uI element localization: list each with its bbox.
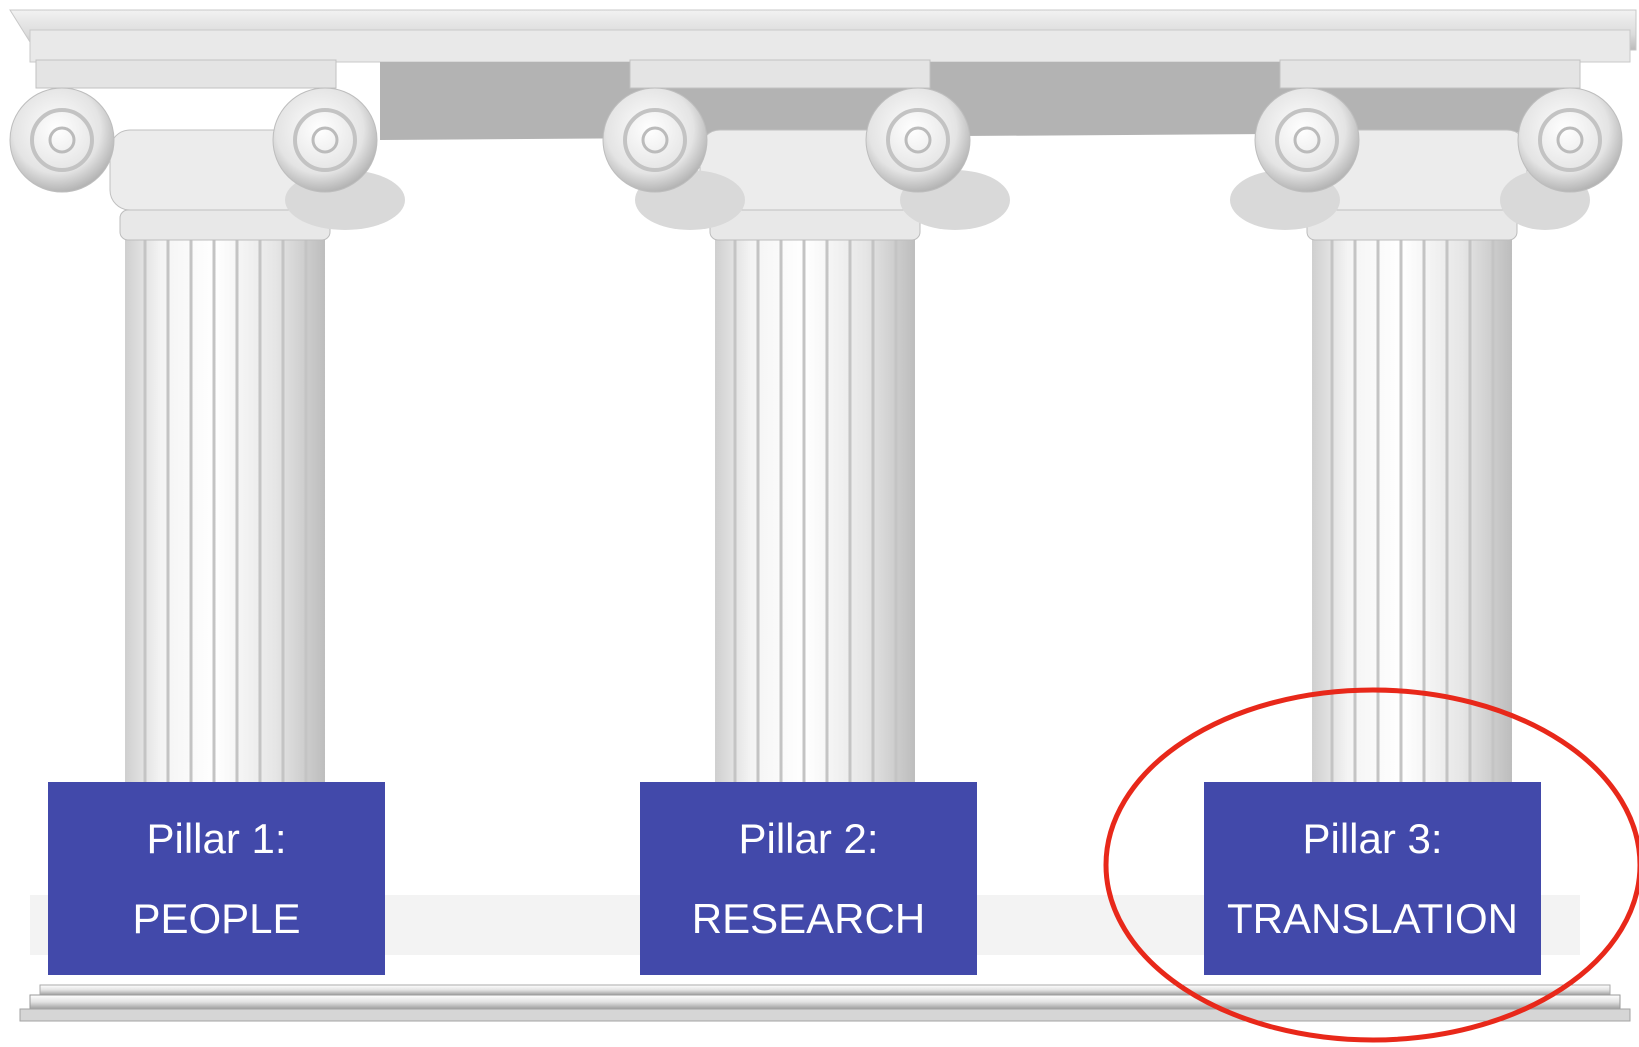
pillar-2-label: Pillar 2: RESEARCH xyxy=(640,782,977,975)
pillar-3-label: Pillar 3: TRANSLATION xyxy=(1204,782,1541,975)
column-3 xyxy=(1230,87,1623,795)
pillar-2-number: Pillar 2: xyxy=(738,814,879,862)
pillar-3-number: Pillar 3: xyxy=(1302,814,1443,862)
pillar-1-number: Pillar 1: xyxy=(146,814,287,862)
pillar-2-title: RESEARCH xyxy=(691,894,926,942)
pillar-3-title: TRANSLATION xyxy=(1227,894,1518,942)
pillar-1-title: PEOPLE xyxy=(132,894,301,942)
column-1 xyxy=(9,87,405,795)
pillar-1-label: Pillar 1: PEOPLE xyxy=(48,782,385,975)
column-2 xyxy=(602,87,1010,795)
highlight-ring xyxy=(1103,687,1639,1043)
entablature xyxy=(9,9,1637,140)
